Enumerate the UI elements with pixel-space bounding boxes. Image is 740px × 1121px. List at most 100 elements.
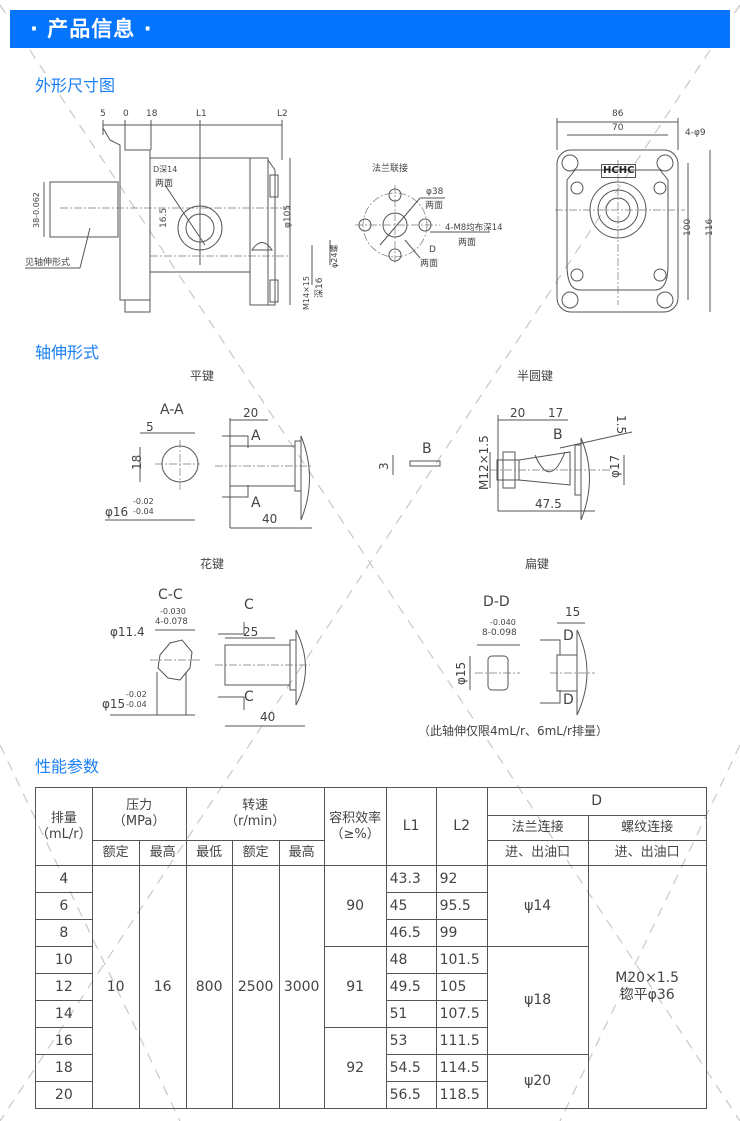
section-mark-d: D [563, 692, 574, 708]
cell-efficiency: 91 [323, 946, 387, 1028]
flat-key-drawing [105, 418, 312, 529]
shaft-dim: 38-0.062 [32, 192, 41, 228]
flange-d-label: D [429, 245, 436, 255]
header-speed: 转速（r/min） [185, 787, 325, 841]
cell-l2: 114.5 [435, 1054, 488, 1082]
cell-l2: 111.5 [435, 1027, 488, 1055]
cell-l2: 101.5 [435, 946, 488, 974]
flat-shaft-drawing [469, 622, 595, 716]
dim-5: 5 [146, 420, 154, 434]
dim-4-phi9: 4-φ9 [685, 128, 706, 138]
table-row: 4 10 16 800 2500 3000 90 43.3 92 ψ14 M20… [35, 865, 707, 1109]
cell-displacement: 16 [35, 1027, 93, 1055]
dim-70: 70 [612, 123, 624, 133]
cell-displacement: 6 [35, 892, 93, 920]
cell-pressure-rated: 10 [91, 865, 140, 1109]
flat-key-title: 平键 [190, 369, 215, 383]
dim-25: 25 [243, 625, 259, 639]
section-c-c: C-C [158, 587, 183, 603]
flange-m8-label: 4-M8均布深14 [445, 223, 503, 233]
cell-l2: 95.5 [435, 892, 488, 920]
cell-displacement: 18 [35, 1054, 93, 1082]
tol-lower: -0.04 [133, 507, 154, 516]
performance-table: 排量（mL/r） 压力（MPa） 转速（r/min） 容积效率（≥%） L1 L… [35, 787, 707, 1109]
cell-l1: 54.5 [385, 1054, 437, 1082]
thread-m12: M12×1.5 [477, 435, 491, 490]
tol-upper: -0.040 [490, 618, 516, 627]
dim-depth16: 深16 [315, 277, 325, 298]
section-mark-c: C [244, 597, 254, 613]
woodruff-key-drawing [392, 415, 633, 521]
cell-speed-min: 800 [185, 865, 233, 1109]
cell-flange-port: ψ18 [486, 946, 589, 1055]
header-speed-rated: 额定 [231, 840, 280, 866]
section-title-performance: 性能参数 [35, 757, 100, 776]
flange-title: 法兰联接 [372, 164, 409, 174]
dim-100: 100 [683, 218, 693, 236]
header-thread-port: 进、出油口 [587, 840, 707, 866]
cell-l1: 53 [385, 1027, 437, 1055]
section-mark-a: A [251, 495, 261, 511]
cell-pressure-max: 16 [138, 865, 187, 1109]
cell-l1: 48 [385, 946, 437, 974]
dim-label: L1 [196, 109, 207, 119]
dim-phi11-4: φ11.4 [110, 625, 145, 639]
header-flange-port: 进、出油口 [486, 840, 589, 866]
view-mark-b: B [422, 441, 432, 457]
dim-phi16: φ16 [105, 505, 129, 519]
dim-40: 40 [260, 710, 276, 724]
tol-upper: -0.02 [133, 497, 154, 506]
two-faces-label: 两面 [420, 259, 439, 269]
view-mark-b: B [553, 427, 563, 443]
dim-m14: M14×15 [302, 276, 311, 310]
flat-shaft-note: （此轴伸仅限4mL/r、6mL/r排量） [418, 724, 608, 738]
cell-speed-max: 3000 [278, 865, 325, 1109]
cell-flange-port: ψ14 [486, 865, 589, 947]
cell-displacement: 4 [35, 865, 93, 893]
header-speed-max: 最高 [278, 840, 325, 866]
cell-l1: 45 [385, 892, 437, 920]
cell-displacement: 8 [35, 919, 93, 947]
cell-displacement: 20 [35, 1081, 93, 1109]
header-d: D [486, 787, 707, 816]
side-view-drawing [25, 120, 331, 313]
cell-displacement: 10 [35, 946, 93, 974]
cell-l1: 43.3 [385, 865, 437, 893]
dim-1-5: 1.5 [614, 415, 628, 435]
cell-l1: 46.5 [385, 919, 437, 947]
header-speed-min: 最低 [185, 840, 233, 866]
header-pressure-max: 最高 [138, 840, 187, 866]
dim-label: 18 [146, 109, 158, 119]
flat-key-title: 扁键 [525, 557, 550, 571]
cell-l2: 118.5 [435, 1081, 488, 1109]
flange-drawing [355, 185, 490, 265]
see-shaft-label: 见轴伸形式 [25, 258, 71, 268]
dim-18: 18 [130, 454, 144, 470]
dim-15: 15 [565, 605, 581, 619]
header-flange: 法兰连接 [486, 815, 589, 841]
dim-label: 5 [100, 109, 106, 119]
d-depth-label: D深14 [153, 165, 178, 174]
dim-116: 116 [705, 218, 715, 236]
dim-17: 17 [548, 406, 564, 420]
header-thread: 螺纹连接 [587, 815, 707, 841]
dim-16-5: 16.5 [159, 207, 169, 228]
cell-flange-port: ψ20 [486, 1054, 589, 1109]
dim-phi15: φ15 [454, 661, 468, 685]
cell-l1: 56.5 [385, 1081, 437, 1109]
dim-phi17: φ17 [608, 454, 622, 478]
tol-upper: -0.030 [160, 607, 186, 616]
dim-label: L2 [277, 109, 288, 119]
section-mark-a: A [251, 428, 261, 444]
cell-efficiency: 90 [323, 865, 387, 947]
dim-phi15: φ15 [102, 697, 126, 711]
spline-drawing [110, 622, 310, 727]
dim-label: 0 [123, 109, 129, 119]
cell-l2: 99 [435, 919, 488, 947]
cell-l1: 49.5 [385, 973, 437, 1001]
